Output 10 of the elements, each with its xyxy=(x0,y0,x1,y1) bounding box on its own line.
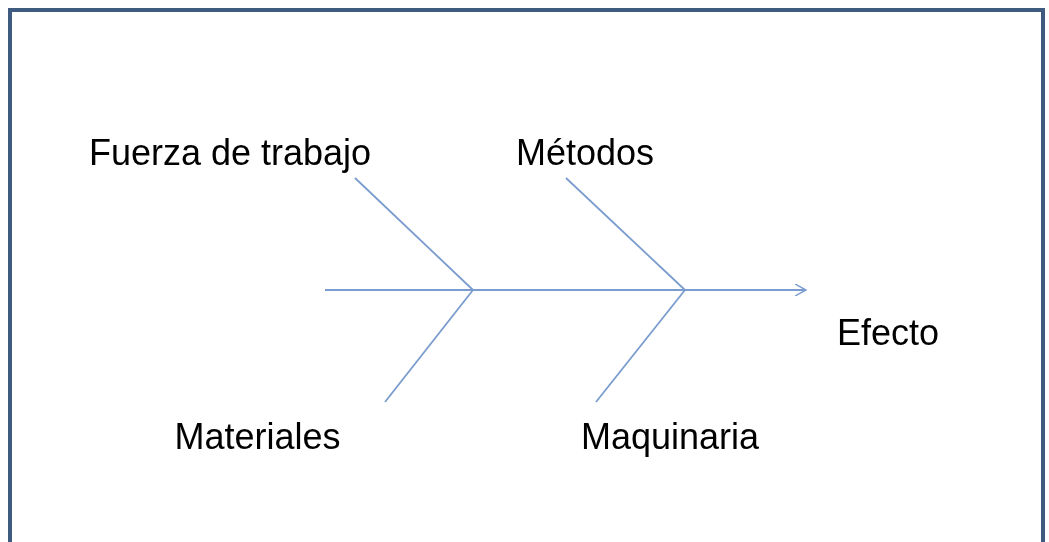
category-label: Fuerza de trabajo xyxy=(88,135,372,171)
fishbone-branch-line xyxy=(354,177,474,291)
category-label: Materiales xyxy=(174,419,341,455)
fishbone-branch-line xyxy=(565,177,686,291)
category-label: Efecto xyxy=(836,314,940,351)
fishbone-branch-line xyxy=(595,289,686,403)
spine-arrow xyxy=(324,283,807,297)
category-label: Maquinaria xyxy=(580,419,760,455)
fishbone-branch-line xyxy=(384,289,474,403)
category-label: Métodos xyxy=(515,135,655,171)
